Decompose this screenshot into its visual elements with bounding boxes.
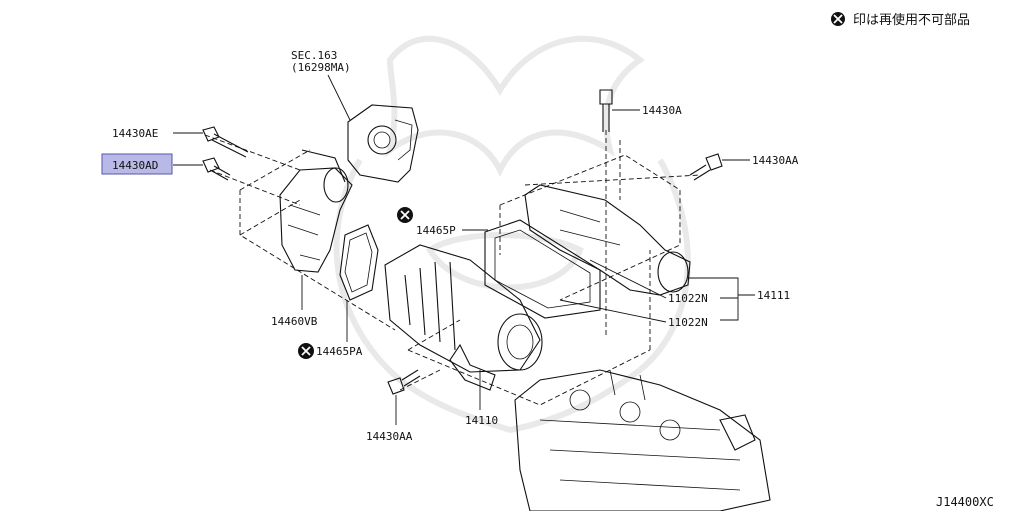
bolt-14430AD xyxy=(202,157,231,181)
diagram-code: J14400XC xyxy=(936,495,994,509)
highlight-14430AD xyxy=(101,153,173,175)
intake-chamber-14111 xyxy=(524,184,691,296)
bolt-14430A xyxy=(599,89,613,132)
label-11022N-1: 11022N xyxy=(668,292,708,305)
label-14465P: 14465P xyxy=(416,224,456,237)
bolt-14430AA-top xyxy=(689,153,723,181)
label-14111: 14111 xyxy=(757,289,790,302)
reuse-legend: 印は再使用不可部品 xyxy=(831,12,970,28)
label-14465PA: 14465PA xyxy=(316,345,363,358)
label-14430AA-top: 14430AA xyxy=(752,154,799,167)
section-ref-line2: (16298MA) xyxy=(291,61,351,74)
bolt-14430AA-bottom xyxy=(387,369,421,395)
non-reusable-marker-14465PA xyxy=(298,343,314,359)
label-14430AA-bottom: 14430AA xyxy=(366,430,413,443)
throttle-chamber xyxy=(347,104,419,183)
engine-block xyxy=(514,369,771,511)
label-14430AE: 14430AE xyxy=(112,127,158,140)
inlet-duct-14460VB xyxy=(279,149,353,273)
label-14460VB: 14460VB xyxy=(271,315,318,328)
gasket-14465P xyxy=(484,219,601,319)
gasket-14465PA xyxy=(339,224,379,301)
legend-text: 印は再使用不可部品 xyxy=(853,12,970,28)
section-ref-line1: SEC.163 xyxy=(291,49,337,62)
label-14430A: 14430A xyxy=(642,104,682,117)
supercharger-14110 xyxy=(384,244,543,391)
non-reusable-marker-14465P xyxy=(397,207,413,223)
label-14110: 14110 xyxy=(465,414,498,427)
bolt-14430AE xyxy=(202,126,249,158)
leader-lines xyxy=(173,74,755,425)
label-14430AD: 14430AD xyxy=(112,159,158,172)
watermark-emblem xyxy=(333,35,691,434)
label-11022N-2: 11022N xyxy=(668,316,708,329)
assembly-guides xyxy=(204,130,701,406)
